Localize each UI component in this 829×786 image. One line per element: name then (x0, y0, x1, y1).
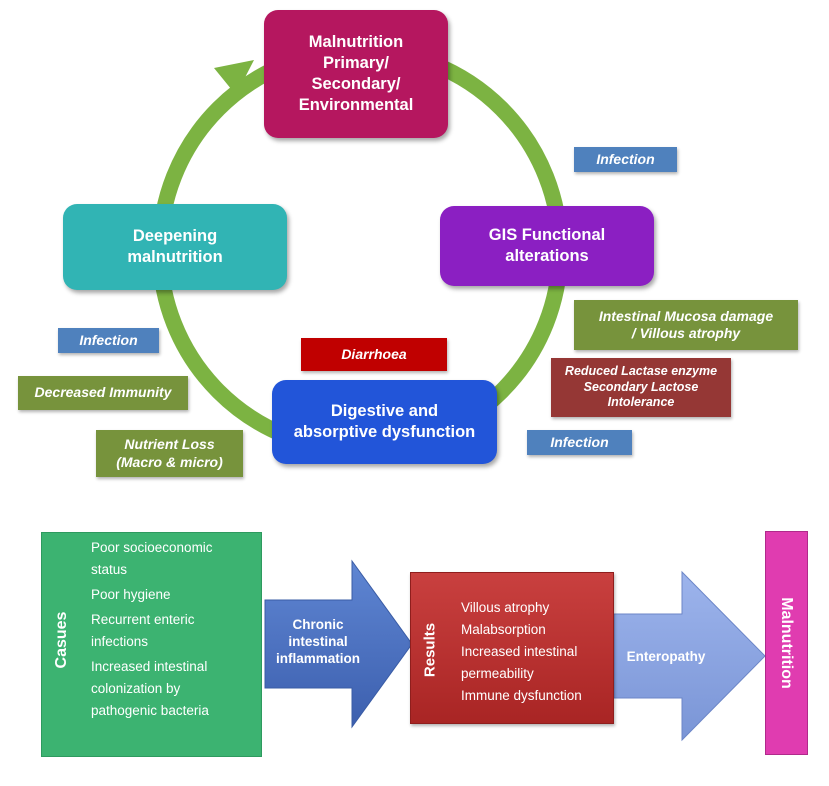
cause-item: Increased intestinal (91, 659, 208, 674)
chronic-line: inflammation (275, 651, 360, 666)
result-item: Malabsorption (461, 622, 546, 637)
tag-infection-left-text: Infection (79, 331, 138, 348)
cause-item: infections (91, 634, 149, 649)
causes-label: Casues (53, 611, 70, 669)
node-malnutrition-line: Malnutrition (308, 32, 404, 51)
tag-immunity-text: Decreased Immunity (34, 384, 172, 401)
cause-item: Poor hygiene (91, 587, 171, 602)
results-label: Results (421, 622, 439, 678)
tag-lactase-line: Reduced Lactase enzyme (564, 364, 718, 379)
causes-box (41, 532, 262, 757)
chronic-inflammation-label: Chronic intestinal inflammation (268, 616, 368, 667)
result-item: permeability (461, 666, 534, 681)
cycle-arrowhead (214, 60, 254, 95)
node-malnutrition-line: Environmental (298, 96, 414, 115)
node-malnutrition-line: Secondary/ (311, 75, 401, 93)
result-item: Immune dysfunction (461, 688, 582, 703)
tag-lactase-line: Secondary Lactose (583, 379, 699, 394)
node-gis-line: alterations (505, 247, 589, 265)
node-malnutrition-line: Primary/ (322, 53, 390, 72)
result-item: Villous atrophy (461, 600, 550, 615)
tag-infection-bottom-right-text: Infection (550, 433, 609, 450)
node-digestive-line: Digestive and (330, 401, 439, 420)
chronic-line: Chronic (292, 617, 344, 632)
tag-diarrhoea: Diarrhoea (301, 338, 447, 371)
cause-item: Recurrent enteric (91, 612, 195, 627)
node-deepening-line: malnutrition (127, 248, 223, 266)
tag-infection-right: Infection (574, 147, 677, 172)
malnutrition-label: Malnutrition (778, 597, 795, 689)
node-digestive-dysfunction: Digestive and absorptive dysfunction (272, 380, 497, 464)
tag-nutrient-line: Nutrient Loss (124, 436, 215, 452)
result-item: Increased intestinal (461, 644, 578, 659)
node-malnutrition: Malnutrition Primary/ Secondary/ Environ… (264, 10, 448, 138)
tag-infection-right-text: Infection (596, 150, 655, 167)
node-gis-line: GIS Functional (488, 225, 606, 244)
results-list: Villous atrophy Malabsorption Increased … (461, 597, 611, 707)
tag-decreased-immunity: Decreased Immunity (18, 376, 188, 410)
tag-mucosa-damage: Intestinal Mucosa damage / Villous atrop… (574, 300, 798, 350)
enteropathy-label: Enteropathy (626, 649, 706, 664)
node-digestive-line: absorptive dysfunction (293, 423, 476, 441)
cause-item: status (91, 562, 128, 577)
malnutrition-box (765, 531, 808, 755)
node-deepening-malnutrition: Deepening malnutrition (63, 204, 287, 290)
cause-item: Poor socioeconomic (91, 540, 213, 555)
enteropathy-arrow (613, 570, 766, 742)
cause-item: colonization by (91, 681, 181, 696)
chronic-line: intestinal (288, 634, 348, 649)
tag-nutrient-line: (Macro & micro) (116, 453, 223, 470)
tag-diarrhoea-text: Diarrhoea (341, 345, 407, 362)
cause-item: pathogenic bacteria (91, 703, 209, 718)
tag-infection-bottom-right: Infection (527, 430, 632, 455)
tag-mucosa-line: / Villous atrophy (631, 325, 741, 341)
causes-list: Poor socioeconomic status Poor hygiene R… (91, 537, 261, 722)
tag-infection-left: Infection (58, 328, 159, 353)
tag-mucosa-line: Intestinal Mucosa damage (598, 307, 774, 324)
chronic-arrow (264, 559, 413, 729)
tag-lactase: Reduced Lactase enzyme Secondary Lactose… (551, 358, 731, 417)
node-deepening-line: Deepening (132, 226, 218, 245)
results-box (410, 572, 614, 724)
node-gis-functional: GIS Functional alterations (440, 206, 654, 286)
tag-nutrient-loss: Nutrient Loss (Macro & micro) (96, 430, 243, 477)
tag-lactase-line: Intolerance (607, 395, 675, 410)
